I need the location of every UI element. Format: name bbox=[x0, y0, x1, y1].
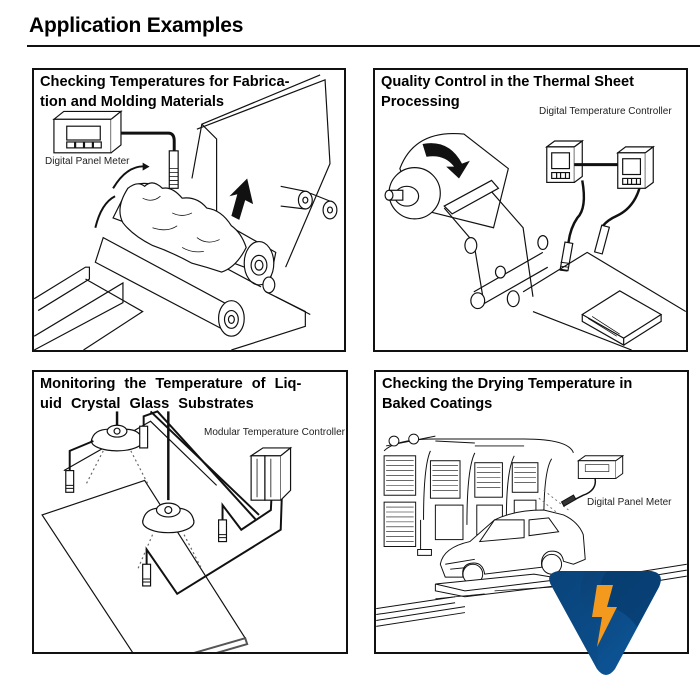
panel-fabrication-molding: Checking Temperatures for Fabrica- tion … bbox=[32, 68, 346, 352]
panel-lcd-glass: Monitoring the Temperature of Liq- uid C… bbox=[32, 370, 348, 654]
title-divider bbox=[27, 45, 700, 47]
baking-oven-illustration bbox=[376, 433, 687, 627]
thermal-sheet-illustration bbox=[384, 132, 686, 350]
digital-panel-meter-label: Digital Panel Meter bbox=[45, 156, 130, 167]
car-body bbox=[439, 509, 586, 585]
panel-meter-device bbox=[576, 454, 625, 479]
panel-title: Checking Temperatures for Fabrica- tion … bbox=[40, 74, 290, 110]
panel-thermal-sheet: Quality Control in the Thermal Sheet Pro… bbox=[373, 68, 688, 352]
digital-panel-meter-label: Digital Panel Meter bbox=[587, 497, 672, 508]
modular-temperature-controller-label: Modular Temperature Controller bbox=[204, 427, 345, 438]
panel-title: Checking the Drying Temperature in Baked… bbox=[382, 376, 633, 412]
panel-meter-device bbox=[52, 110, 123, 154]
lightning-bolt-icon bbox=[592, 585, 617, 647]
roller-molding-illustration bbox=[34, 74, 338, 350]
temperature-controller-1 bbox=[544, 139, 585, 183]
digital-temperature-controller-label: Digital Temperature Controller bbox=[539, 106, 672, 117]
lcd-glass-illustration bbox=[41, 410, 293, 652]
oven-heater-arches bbox=[383, 433, 574, 556]
panel-title: Quality Control in the Thermal Sheet Pro… bbox=[381, 74, 634, 110]
temperature-controller-2 bbox=[615, 145, 656, 189]
modular-controller-device bbox=[249, 446, 293, 501]
page-title: Application Examples bbox=[29, 14, 244, 37]
brand-logo bbox=[549, 571, 661, 675]
panel-title: Monitoring the Temperature of Liq- uid C… bbox=[40, 376, 302, 412]
